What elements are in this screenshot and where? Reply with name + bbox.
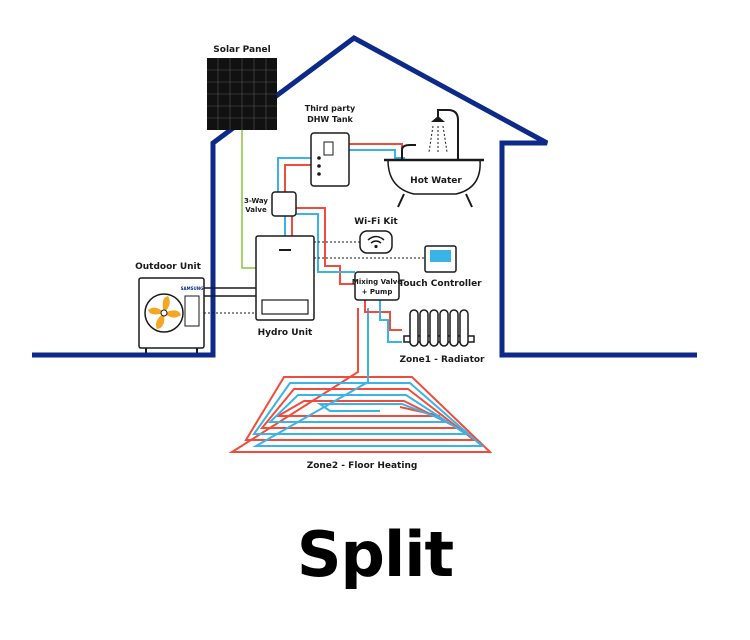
mixing-valve-label-line2: + Pump — [362, 288, 393, 296]
dhw-tank — [310, 132, 350, 187]
touch-controller-label: Touch Controller — [398, 279, 482, 289]
three-way-label-line2: Valve — [245, 206, 267, 214]
hydro-unit-label: Hydro Unit — [258, 328, 313, 338]
touch-controller — [424, 245, 457, 273]
three-way-label-line1: 3-Way — [244, 197, 268, 205]
outdoor-unit-label: Outdoor Unit — [135, 262, 202, 272]
mixing-valve-label-line1: Mixing Valve — [352, 278, 402, 286]
floor-heating-coil — [228, 308, 493, 453]
page-title: Split — [296, 518, 454, 591]
solar-panel — [207, 58, 277, 130]
heat-pump-system-diagram: Solar Panel Third party DHW Tank — [32, 35, 697, 471]
mixing-valve-pump — [354, 271, 400, 301]
brand-logo: SAMSUNG — [181, 286, 204, 291]
refrigerant-lines — [204, 287, 256, 297]
three-way-valve — [271, 191, 297, 217]
zone1-label: Zone1 - Radiator — [399, 355, 485, 365]
solar-panel-label: Solar Panel — [213, 45, 270, 55]
house-outline — [32, 35, 697, 358]
control-wiring — [204, 241, 425, 314]
wifi-kit-label: Wi-Fi Kit — [354, 217, 398, 227]
solar-link-line — [241, 130, 256, 269]
dhw-tank-label-line2: DHW Tank — [307, 115, 353, 124]
dhw-pipes — [277, 143, 405, 343]
hot-water-label: Hot Water — [410, 176, 462, 186]
outdoor-unit: SAMSUNG — [138, 277, 205, 353]
hydro-unit — [255, 235, 315, 321]
zone2-label: Zone2 - Floor Heating — [307, 461, 418, 471]
bathtub — [384, 109, 484, 208]
radiator — [403, 309, 475, 347]
dhw-tank-label-line1: Third party — [305, 104, 356, 113]
wifi-kit — [359, 230, 393, 254]
fan-icon — [148, 296, 181, 329]
